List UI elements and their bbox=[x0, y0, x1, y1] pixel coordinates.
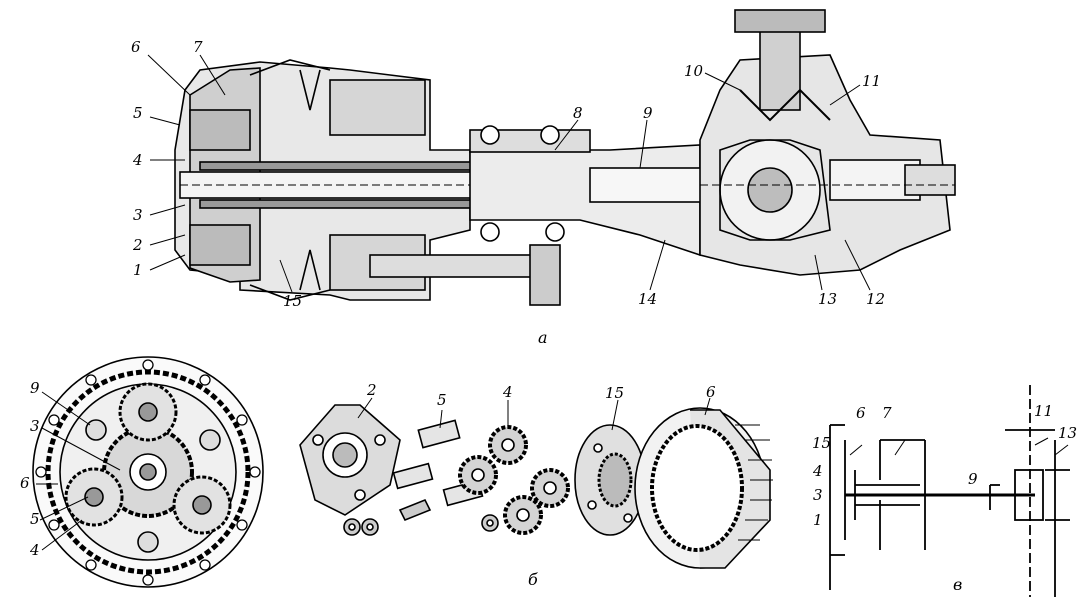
label-main-4: 4 bbox=[132, 151, 143, 169]
label-kin-15: 15 bbox=[812, 434, 831, 452]
planet-carrier bbox=[299, 404, 401, 516]
exploded-view bbox=[299, 397, 773, 569]
caption-kinematic: в bbox=[953, 575, 962, 594]
label-kin-6: 6 bbox=[856, 404, 866, 422]
label-main-1: 1 bbox=[133, 261, 143, 279]
label-planet-6: 6 bbox=[20, 474, 30, 492]
label-kin-11: 11 bbox=[1034, 402, 1053, 420]
label-main-2: 2 bbox=[132, 236, 143, 254]
exploded-labels: 2 5 4 15 6 б bbox=[366, 381, 716, 589]
label-main-5: 5 bbox=[133, 104, 143, 122]
label-exploded-5: 5 bbox=[437, 391, 447, 409]
caption-exploded: б bbox=[528, 570, 538, 589]
differential-housing bbox=[699, 9, 956, 276]
label-planet-5: 5 bbox=[30, 510, 40, 528]
label-kin-3: 3 bbox=[813, 486, 823, 504]
label-exploded-6: 6 bbox=[706, 383, 716, 401]
planetary-labels: 9 3 6 5 4 bbox=[20, 379, 40, 559]
label-main-13: 13 bbox=[818, 290, 837, 308]
label-exploded-4: 4 bbox=[502, 383, 513, 401]
main-leader-lines bbox=[147, 54, 871, 293]
label-main-11: 11 bbox=[862, 72, 881, 90]
planetary-front-view bbox=[32, 356, 264, 588]
label-exploded-15: 15 bbox=[605, 384, 624, 402]
label-planet-9: 9 bbox=[30, 379, 40, 397]
ring-gear bbox=[634, 407, 773, 569]
label-main-10: 10 bbox=[684, 62, 704, 80]
label-kin-1: 1 bbox=[813, 511, 823, 529]
planet-gears bbox=[458, 425, 570, 535]
label-main-12: 12 bbox=[866, 290, 885, 308]
label-kin-4: 4 bbox=[812, 462, 823, 480]
caption-main: a bbox=[538, 328, 548, 347]
label-main-7: 7 bbox=[193, 38, 203, 56]
label-kin-13: 13 bbox=[1058, 424, 1077, 442]
label-main-9: 9 bbox=[643, 104, 653, 122]
kinematic-labels: 6 7 11 13 15 4 3 1 9 в bbox=[812, 402, 1077, 594]
main-sectional-view bbox=[147, 9, 956, 306]
planet-pins bbox=[343, 419, 499, 536]
label-main-14: 14 bbox=[638, 290, 657, 308]
label-main-8: 8 bbox=[573, 104, 583, 122]
label-kin-9: 9 bbox=[968, 470, 978, 488]
label-planet-4: 4 bbox=[29, 541, 40, 559]
label-exploded-2: 2 bbox=[366, 381, 377, 399]
kinematic-scheme bbox=[829, 385, 1070, 597]
axle-tube bbox=[369, 125, 711, 306]
label-main-3: 3 bbox=[133, 206, 143, 224]
label-planet-3: 3 bbox=[30, 417, 40, 435]
main-view-labels: 1 2 3 4 5 6 7 8 9 10 11 12 13 14 15 a bbox=[131, 38, 885, 347]
label-main-6: 6 bbox=[131, 38, 141, 56]
label-kin-7: 7 bbox=[882, 404, 892, 422]
label-main-15: 15 bbox=[283, 292, 302, 310]
